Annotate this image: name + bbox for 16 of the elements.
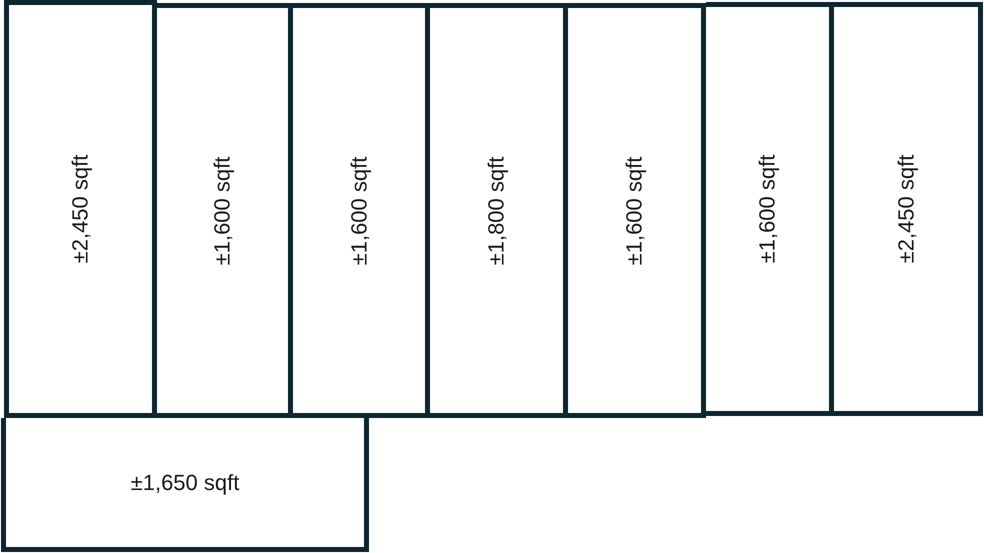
unit-box xyxy=(4,0,157,418)
unit-box xyxy=(430,3,568,418)
area-label: ±1,600 sqft xyxy=(346,156,372,265)
unit-box xyxy=(706,2,834,416)
unit-box xyxy=(157,3,293,418)
unit-box xyxy=(834,2,983,416)
area-label: ±2,450 sqft xyxy=(893,154,919,264)
unit-box xyxy=(1,418,369,552)
area-label: ±1,600 sqft xyxy=(210,156,236,265)
area-label: ±1,800 sqft xyxy=(484,156,510,265)
unit-box xyxy=(568,3,706,418)
area-label: ±1,600 sqft xyxy=(622,156,648,265)
area-label: ±2,450 sqft xyxy=(68,154,94,264)
unit-box xyxy=(293,3,430,418)
area-label: ±1,650 sqft xyxy=(130,470,240,496)
area-label: ±1,600 sqft xyxy=(754,154,780,264)
